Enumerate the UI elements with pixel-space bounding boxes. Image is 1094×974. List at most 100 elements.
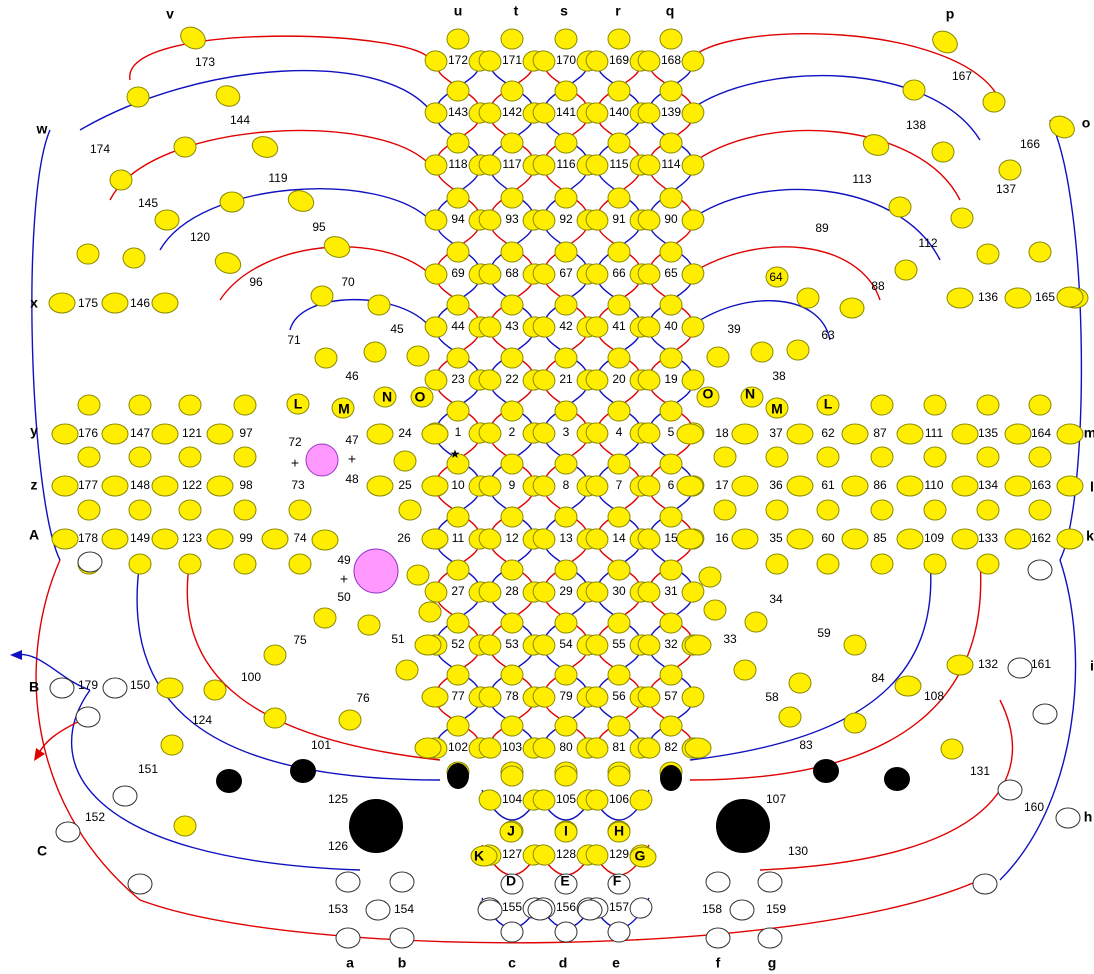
yellow-node (1056, 286, 1084, 308)
yellow-node (765, 266, 789, 288)
yellow-node (1056, 528, 1084, 550)
yellow-node (424, 209, 448, 231)
yellow-node (500, 506, 524, 528)
node-label: 25 (398, 478, 412, 492)
node-label: 34 (769, 592, 783, 606)
star-icon: ★ (450, 447, 461, 461)
yellow-node (681, 686, 705, 708)
yellow-node (338, 709, 362, 731)
node-label: 26 (397, 531, 411, 545)
row-label-right: l (1090, 479, 1094, 495)
node-label: 173 (195, 55, 215, 69)
node-label: 158 (702, 902, 722, 916)
yellow-node (286, 393, 310, 415)
yellow-node (951, 475, 979, 497)
node-label: 150 (130, 678, 150, 692)
yellow-node (637, 737, 661, 759)
yellow-node (446, 664, 470, 686)
yellow-node (698, 566, 722, 588)
node-label: 81 (612, 740, 626, 754)
node-label: 42 (559, 319, 573, 333)
blue-wire (79, 69, 431, 131)
empty-node (500, 921, 524, 943)
empty-node (335, 871, 361, 893)
yellow-node (696, 386, 720, 408)
node-label: 148 (130, 478, 150, 492)
yellow-node (659, 294, 683, 316)
node-label: 44 (451, 319, 465, 333)
empty-node (55, 821, 81, 843)
node-label: 39 (727, 322, 741, 336)
yellow-node (923, 553, 947, 575)
yellow-node (478, 209, 502, 231)
yellow-node (923, 394, 947, 416)
node-label: 161 (1031, 657, 1051, 671)
node-label: 28 (505, 584, 519, 598)
node-label: 40 (664, 319, 678, 333)
node-label: 159 (766, 902, 786, 916)
yellow-node (424, 102, 448, 124)
yellow-node (414, 634, 442, 656)
yellow-node (77, 394, 101, 416)
yellow-node (478, 789, 502, 811)
yellow-node (585, 581, 609, 603)
yellow-node (1028, 241, 1052, 263)
node-label: 138 (906, 118, 926, 132)
yellow-node (940, 738, 964, 760)
plus-sign: + (340, 571, 348, 587)
node-label: 21 (559, 372, 573, 386)
node-label: 136 (978, 290, 998, 304)
yellow-node (637, 686, 661, 708)
yellow-node (500, 400, 524, 422)
empty-node (527, 899, 553, 921)
node-label: 70 (341, 275, 355, 289)
node-label: 178 (78, 531, 98, 545)
node-label: 103 (502, 740, 522, 754)
yellow-node (607, 821, 631, 843)
yellow-node (659, 612, 683, 634)
yellow-node (637, 50, 661, 72)
yellow-node (659, 559, 683, 581)
yellow-node (288, 499, 312, 521)
node-label: 121 (182, 426, 202, 440)
yellow-node (765, 397, 789, 419)
yellow-node (585, 737, 609, 759)
node-label: 166 (1020, 137, 1040, 151)
node-label: 4 (616, 425, 623, 439)
node-label: 60 (821, 531, 835, 545)
yellow-node (446, 453, 470, 475)
row-label-right: h (1084, 809, 1093, 825)
blue-wire (689, 559, 932, 761)
yellow-node (816, 446, 840, 468)
node-label: 86 (873, 478, 887, 492)
node-label: 111 (925, 426, 944, 440)
yellow-node (366, 475, 394, 497)
yellow-node (976, 499, 1000, 521)
node-label: 162 (1031, 531, 1051, 545)
node-label: 140 (609, 105, 629, 119)
yellow-node (765, 553, 789, 575)
node-label: 24 (398, 426, 412, 440)
node-label: 172 (448, 53, 468, 67)
column-label-top: v (166, 6, 174, 22)
yellow-node (731, 423, 759, 445)
yellow-node (323, 236, 351, 258)
yellow-node (251, 136, 279, 158)
yellow-node (554, 347, 578, 369)
yellow-node (532, 528, 556, 550)
node-label: 64 (769, 270, 783, 284)
node-label: 145 (138, 196, 158, 210)
yellow-node (126, 86, 150, 108)
yellow-node (288, 553, 312, 575)
yellow-node (500, 715, 524, 737)
yellow-node (659, 187, 683, 209)
blue-wire (289, 298, 431, 331)
yellow-node (744, 611, 768, 633)
empty-node (757, 927, 783, 949)
merged-node-72-73 (305, 443, 339, 477)
yellow-node (446, 241, 470, 263)
yellow-node (446, 715, 470, 737)
node-label: 115 (609, 157, 628, 171)
empty-node (77, 551, 103, 573)
node-label: 155 (502, 900, 522, 914)
